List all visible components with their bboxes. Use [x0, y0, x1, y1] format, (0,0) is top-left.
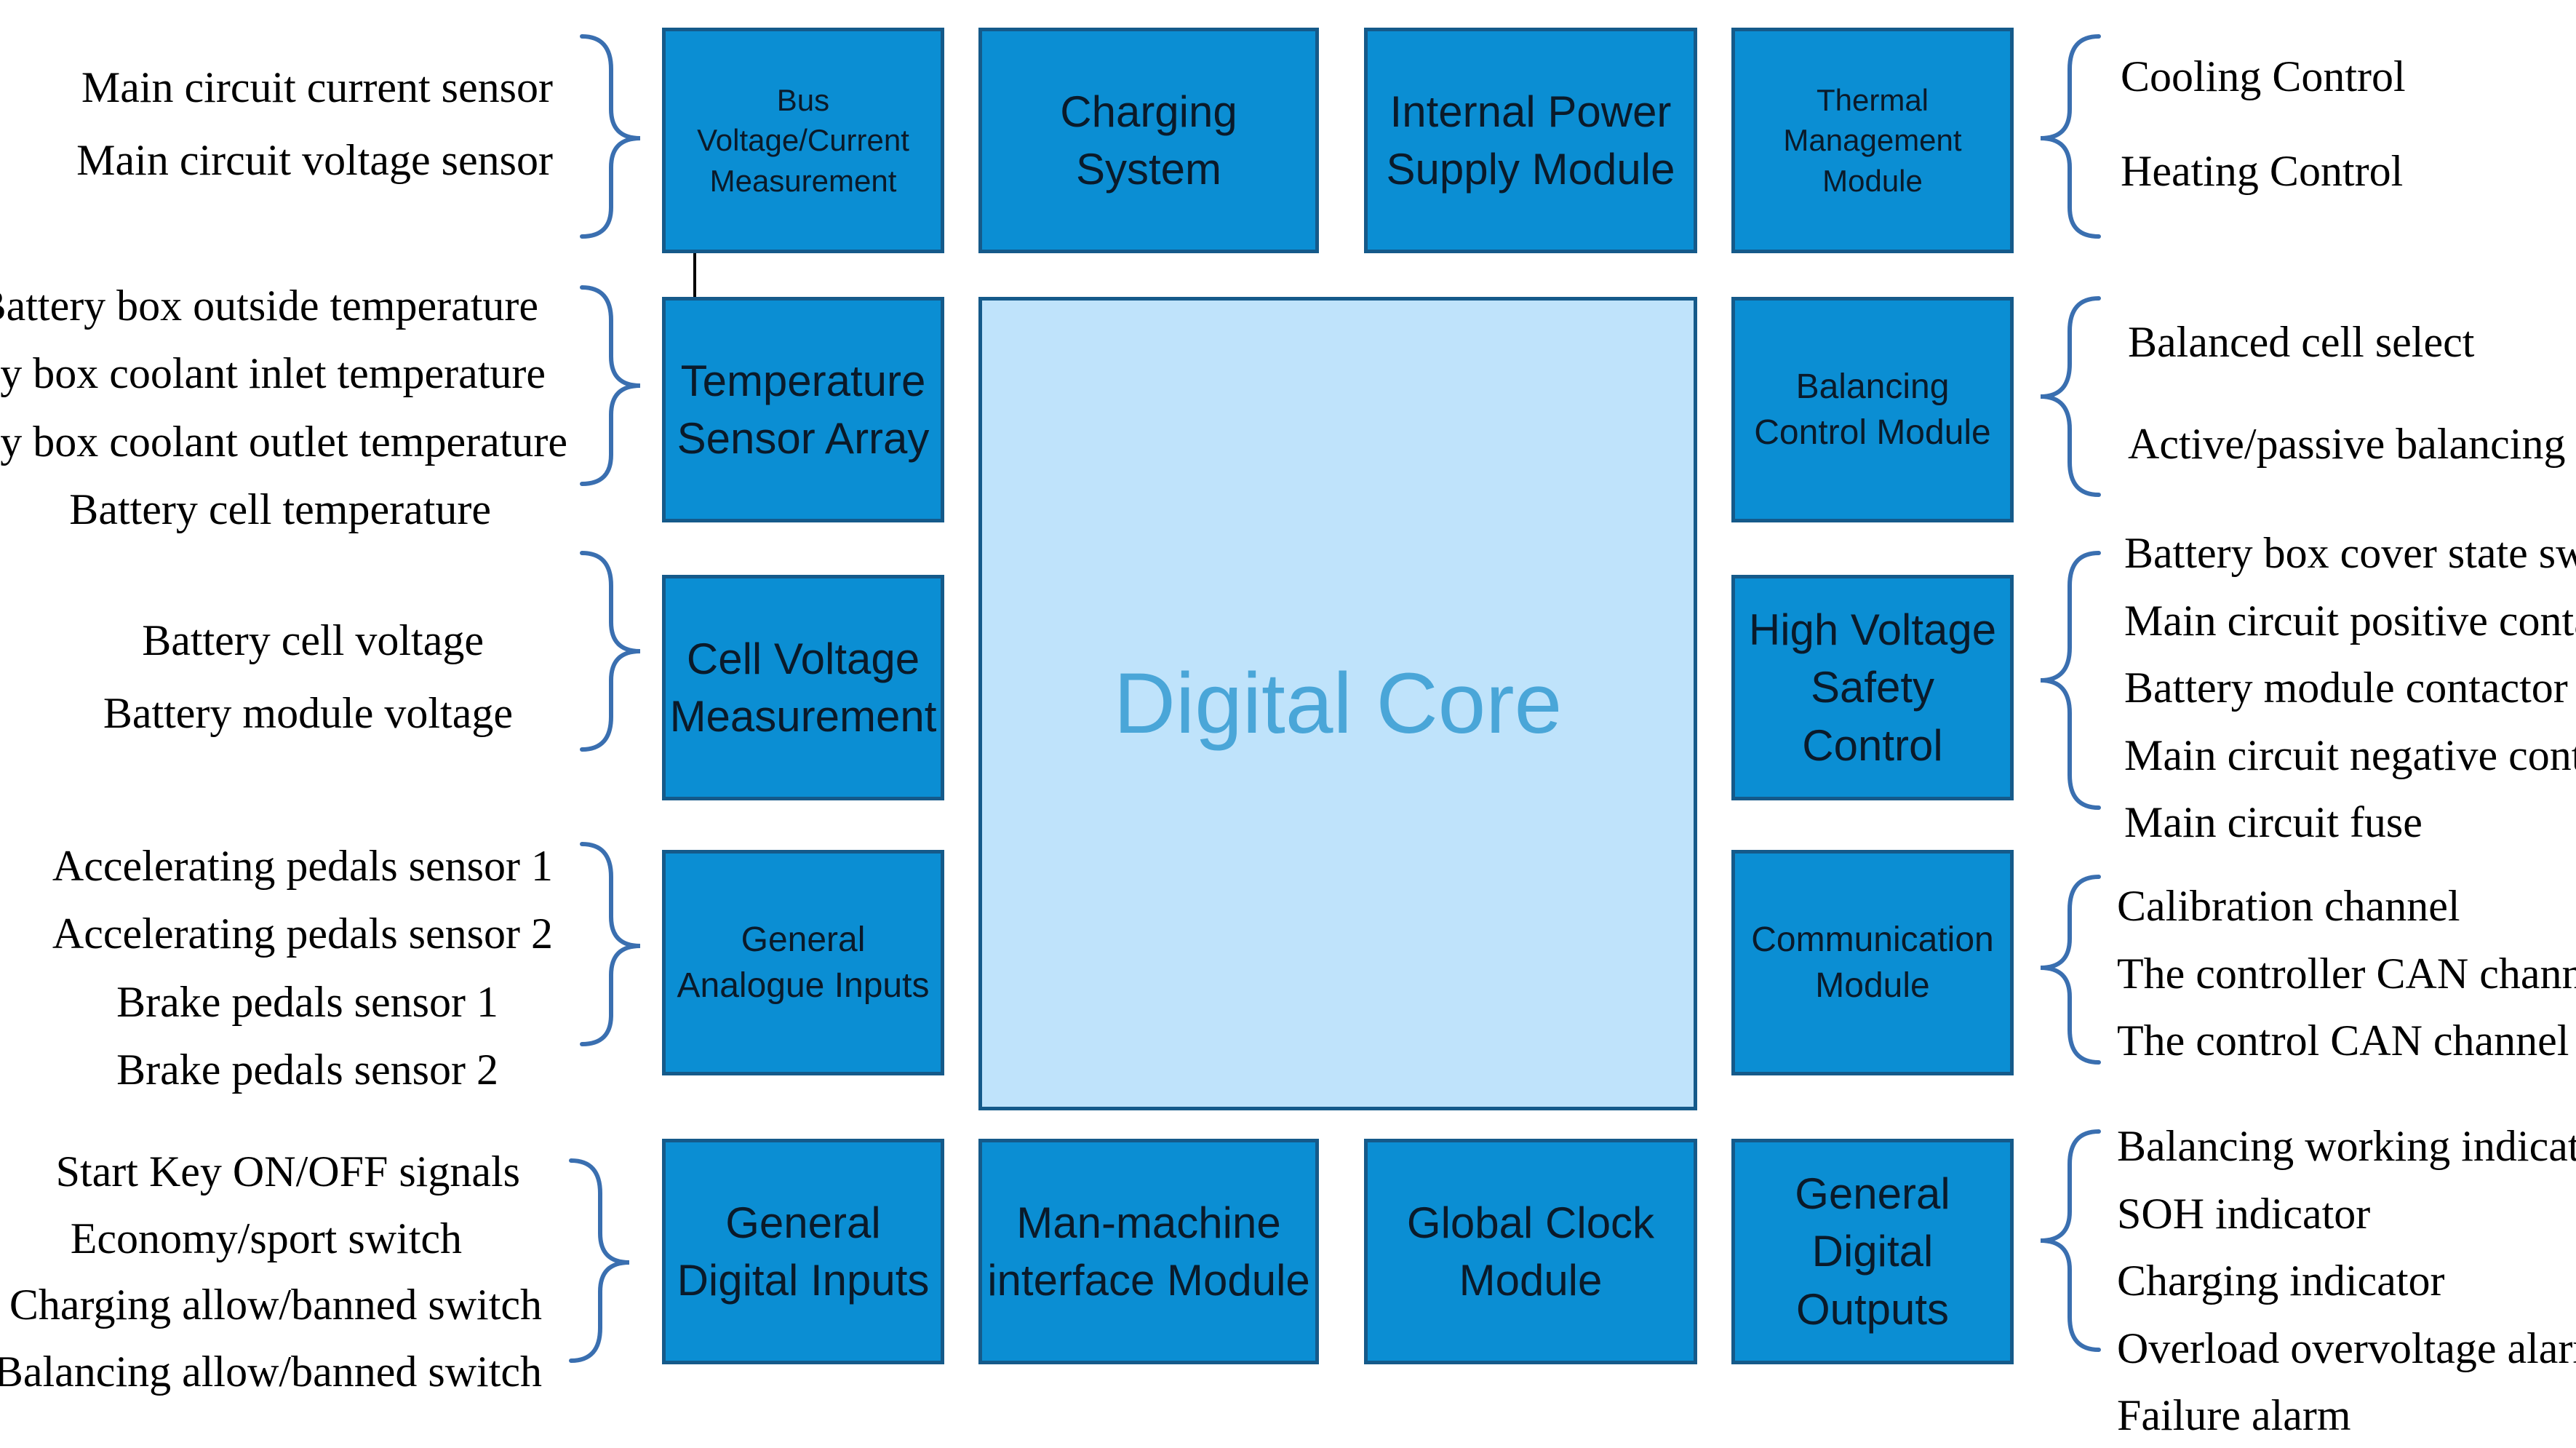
module-cell-voltage-measurement: Cell Voltage Measurement — [662, 575, 944, 800]
module-high-voltage-safety: High Voltage Safety Control — [1731, 575, 2014, 800]
module-general-digital-outputs: General Digital Outputs — [1731, 1139, 2014, 1364]
labels-hv-safety: Battery box cover state switch Main circ… — [2124, 531, 2576, 844]
label-item: Main circuit current sensor — [81, 63, 553, 111]
label-item: Main circuit fuse — [2124, 798, 2423, 846]
labels-cell-voltage: Battery cell voltage Battery module volt… — [29, 618, 513, 735]
module-global-clock: Global Clock Module — [1364, 1139, 1697, 1364]
label-item: Battery box coolant inlet temperature — [0, 349, 546, 398]
labels-thermal: Cooling Control Heating Control — [2121, 55, 2406, 193]
module-charging-system: Charging System — [978, 28, 1319, 253]
module-bus-voltage-current: Bus Voltage/Current Measurement — [662, 28, 944, 253]
label-item: Start Key ON/OFF signals — [55, 1147, 520, 1196]
label-item: SOH indicator — [2117, 1189, 2371, 1238]
label-item: Balancing allow/banned switch — [0, 1347, 542, 1396]
label-item: Overload overvoltage alarm — [2117, 1324, 2576, 1372]
digital-core: Digital Core — [978, 297, 1697, 1110]
labels-digital-outputs: Balancing working indicator SOH indicato… — [2117, 1124, 2576, 1437]
label-item: The control CAN channel 2 — [2117, 1017, 2576, 1065]
module-temperature-sensor-array: Temperature Sensor Array — [662, 297, 944, 522]
labels-bus-vc: Main circuit current sensor Main circuit… — [29, 65, 553, 182]
brace-temp-sensor — [580, 285, 641, 486]
label-item: Heating Control — [2121, 147, 2404, 195]
module-general-analogue-inputs: General Analogue Inputs — [662, 850, 944, 1075]
brace-digital-outputs — [2040, 1129, 2101, 1352]
label-item: Accelerating pedals sensor 1 — [52, 842, 553, 890]
module-balancing-control: Balancing Control Module — [1731, 297, 2014, 522]
brace-balancing — [2040, 296, 2101, 497]
label-item: Charging allow/banned switch — [9, 1281, 542, 1329]
brace-analogue-inputs — [580, 842, 641, 1046]
label-item: Battery box coolant outlet temperature — [0, 417, 567, 466]
brace-digital-inputs — [569, 1158, 630, 1363]
label-item: Calibration channel — [2117, 882, 2460, 930]
label-item: Brake pedals sensor 1 — [116, 977, 498, 1026]
module-man-machine-interface: Man-machine interface Module — [978, 1139, 1319, 1364]
label-item: Battery cell voltage — [142, 616, 484, 664]
label-item: Battery cell temperature — [69, 485, 491, 533]
label-item: Balanced cell select — [2128, 318, 2475, 366]
label-item: Battery box cover state switch — [2124, 529, 2576, 577]
labels-analogue-inputs: Accelerating pedals sensor 1 Acceleratin… — [29, 844, 553, 1091]
label-item: The controller CAN channel 1 — [2117, 949, 2576, 998]
brace-thermal — [2040, 34, 2101, 239]
module-thermal-management: Thermal Management Module — [1731, 28, 2014, 253]
label-item: Main circuit voltage sensor — [76, 136, 553, 184]
label-item: Charging indicator — [2117, 1257, 2445, 1305]
brace-bus-vc — [580, 34, 641, 239]
brace-cell-voltage — [580, 551, 641, 752]
module-internal-power-supply: Internal Power Supply Module — [1364, 28, 1697, 253]
label-item: Brake pedals sensor 2 — [116, 1045, 498, 1094]
brace-communication — [2040, 875, 2101, 1065]
module-communication: Communication Module — [1731, 850, 2014, 1075]
label-item: Balancing working indicator — [2117, 1122, 2576, 1170]
label-item: Main circuit negative contactor — [2124, 731, 2576, 779]
brace-hv-safety — [2040, 551, 2101, 810]
labels-communication: Calibration channel The controller CAN c… — [2117, 884, 2576, 1062]
labels-balancing: Balanced cell select Active/passive bala… — [2128, 320, 2565, 466]
label-item: Cooling Control — [2121, 52, 2406, 100]
label-item: Battery module voltage — [103, 689, 513, 737]
label-item: Main circuit positive contactor — [2124, 596, 2576, 645]
label-item: Accelerating pedals sensor 2 — [52, 910, 553, 958]
label-item: Economy/sport switch — [70, 1214, 462, 1262]
label-item: Failure alarm — [2117, 1391, 2351, 1439]
labels-temp-sensor: Battery box outside temperature Battery … — [0, 284, 567, 531]
labels-digital-inputs: Start Key ON/OFF signals Economy/sport s… — [0, 1147, 542, 1393]
label-item: Active/passive balancing — [2128, 420, 2566, 468]
label-item: Battery box outside temperature — [0, 282, 538, 330]
module-general-digital-inputs: General Digital Inputs — [662, 1139, 944, 1364]
label-item: Battery module contactor — [2124, 664, 2568, 712]
